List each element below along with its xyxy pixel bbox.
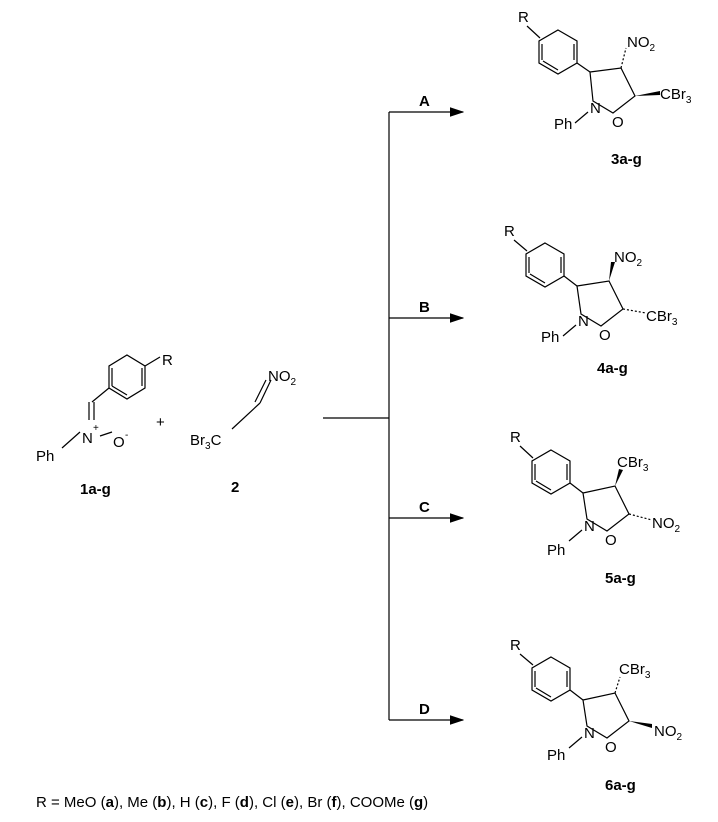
product-3-n-label: N (590, 100, 601, 117)
compound-label-4: 4a-g (597, 360, 628, 377)
product-4-no2-label: NO2 (614, 249, 643, 269)
product-4-o-label: O (599, 327, 611, 344)
product-4: R NO2 CBr3 N O Ph 4a-g (504, 223, 678, 377)
product-6-cbr3-label: CBr3 (619, 661, 651, 681)
product-3-r-label: R (518, 9, 529, 26)
compound-label-3: 3a-g (611, 151, 642, 168)
product-6-ph-label: Ph (547, 747, 565, 764)
substituent-footnote: R = MeO (a), Me (b), H (c), F (d), Cl (e… (36, 794, 428, 811)
compound-label-6: 6a-g (605, 777, 636, 794)
product-3-o-label: O (612, 114, 624, 131)
product-5-cbr3-label: CBr3 (617, 454, 649, 474)
nitrone-ph-label: Ph (36, 448, 54, 465)
nitrone-minus-charge: - (125, 430, 128, 441)
nitroalkene-structure: NO2 Br3C 2 (190, 368, 297, 496)
product-4-cbr3-label: CBr3 (646, 308, 678, 328)
product-4-ph-label: Ph (541, 329, 559, 346)
product-6-r-label: R (510, 637, 521, 654)
nitrone-plus-charge: + (93, 423, 99, 434)
product-4-r-label: R (504, 223, 515, 240)
product-3-no2-label: NO2 (627, 34, 656, 54)
nitrone-r-label: R (162, 352, 173, 369)
product-6-o-label: O (605, 739, 617, 756)
nitroalkene-cbr3-label: Br3C (190, 432, 222, 452)
nitroalkene-no2-label: NO2 (268, 368, 297, 388)
product-3: R NO2 CBr3 N O Ph 3a-g (518, 9, 692, 168)
product-6-n-label: N (584, 725, 595, 742)
plus-sign: + (156, 414, 165, 431)
compound-label-5: 5a-g (605, 570, 636, 587)
branching-arrows: A B C D (323, 93, 465, 725)
product-5: R CBr3 NO2 N O Ph 5a-g (510, 429, 681, 587)
product-6-no2-label: NO2 (654, 723, 683, 743)
product-5-r-label: R (510, 429, 521, 446)
condition-a: A (419, 93, 430, 110)
compound-label-2: 2 (231, 479, 239, 496)
compound-label-1: 1a-g (80, 481, 111, 498)
product-5-n-label: N (584, 518, 595, 535)
product-3-cbr3-label: CBr3 (660, 86, 692, 106)
product-5-o-label: O (605, 532, 617, 549)
product-4-n-label: N (578, 313, 589, 330)
product-3-ph-label: Ph (554, 116, 572, 133)
condition-c: C (419, 499, 430, 516)
nitrone-n-label: N (82, 430, 93, 447)
product-5-ph-label: Ph (547, 542, 565, 559)
product-5-no2-label: NO2 (652, 515, 681, 535)
nitrone-o-label: O (113, 434, 125, 451)
condition-b: B (419, 299, 430, 316)
product-6: R CBr3 NO2 N O Ph 6a-g (510, 637, 683, 794)
nitrone-structure: R N + O - Ph 1a-g (36, 352, 173, 498)
condition-d: D (419, 701, 430, 718)
